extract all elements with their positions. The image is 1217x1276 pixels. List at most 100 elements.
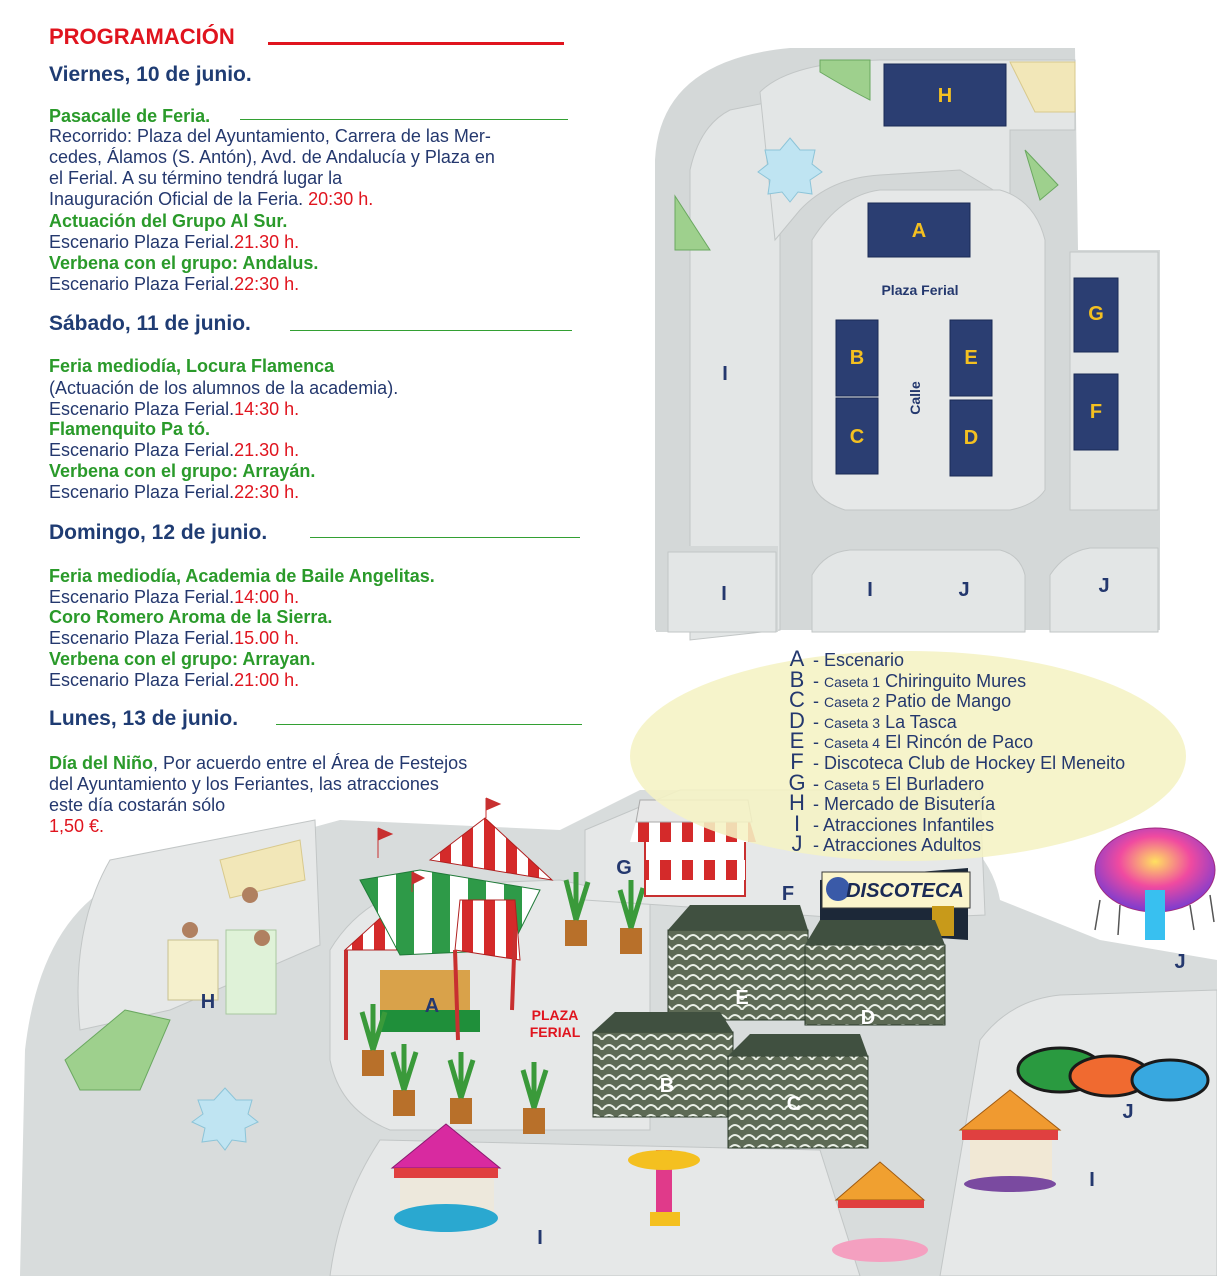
booth-e-label: E [964,347,977,369]
event-time: 1,50 €. [49,816,105,836]
event-place: Escenario Plaza Ferial.22:30 h. [49,274,299,295]
day-title: Lunes, 13 de junio. [49,707,239,730]
tower-ride [628,1150,700,1226]
event-place-text: Escenario Plaza Ferial. [49,399,235,419]
event-title: Feria mediodía, Locura Flamenca [49,356,335,376]
legend-text: Chiringuito Mures [885,670,1027,691]
legend-bubble [630,651,1186,861]
legend-text: Patio de Mango [885,691,1012,712]
event-place-text: Escenario Plaza Ferial. [49,587,235,607]
event-time: 22:30 h. [234,274,300,294]
site-plan: H A G F B C E D Plaza Ferial Calle I I I… [655,48,1160,641]
booth-c [835,397,879,475]
event-detail: del Ayuntamiento y los Feriantes, las at… [49,774,439,794]
plaza-ferial-label: Plaza Ferial [881,282,958,298]
event-place-text: Escenario Plaza Ferial. [49,440,235,460]
disco-sign-text: DISCOTECA [846,880,964,902]
legend-item: H - Mercado de Bisutería [786,790,995,815]
legend-letter: J [791,831,803,857]
block-j [1049,547,1159,633]
event-detail: (Actuación de los alumnos de la academia… [49,378,399,398]
legend-dash: - [808,835,824,856]
booth-g-label: G [1088,303,1104,325]
legend-text: La Tasca [885,711,957,732]
caseta-b: B [592,1012,734,1118]
booth-b [835,319,879,397]
program-heading: PROGRAMACIÓN [49,24,235,49]
stall-figure [242,887,258,903]
scene-label-g: G [616,857,632,879]
potted-plant [359,1004,388,1076]
legend-dash: - [808,794,824,815]
booth-h [883,63,1007,127]
event-place: Escenario Plaza Ferial.21.30 h. [49,232,299,253]
legend-item: G - Caseta 5 El Burladero [786,770,984,795]
booth-h-label: H [938,85,952,107]
day-title: Domingo, 12 de junio. [49,521,268,544]
scene-label-i2: I [537,1227,543,1249]
event-title: Día del Niño [49,753,154,773]
scene-label-a: A [425,995,439,1017]
scene-label-b: B [660,1075,674,1097]
stall-figure [182,922,198,938]
tent-pole [510,929,517,1011]
zone-j-2: J [1098,575,1109,597]
scene-label-j1: J [1174,951,1185,973]
event-title: Pasacalle de Feria. [49,106,211,126]
booth-c-label: C [850,426,864,448]
swing-ride [1094,827,1216,940]
legend-text: Discoteca Club de Hockey El Meneito [824,753,1126,773]
zone-i-2: I [721,583,727,605]
event-text: , Por acuerdo entre el Área de Festejos [153,753,468,773]
legend-prefix: Caseta 5 [824,776,881,793]
scene-label-j2: J [1122,1101,1133,1123]
carousel-large [390,1123,502,1232]
legend-letter: F [790,749,804,774]
event-place-text: Inauguración Oficial de la Feria. [49,189,304,209]
event-title: Feria mediodía, Academia de Baile Angeli… [49,566,435,586]
zone-i-3: I [867,579,873,601]
event-time: 21:00 h. [234,670,300,690]
event-place-text: Escenario Plaza Ferial. [49,670,235,690]
legend-dash: - [808,753,824,773]
legend-item: J - Atracciones Adultos [786,831,982,856]
lawn [1024,149,1059,201]
zone-j-1: J [958,579,969,601]
booth-d-label: D [964,427,978,449]
legend-prefix: Caseta 3 [824,714,881,731]
caseta-e: E [667,905,809,1021]
flag [485,797,502,818]
scene-block-right [939,989,1217,1276]
event-detail: este día costarán sólo [49,795,226,815]
event-rule [240,119,568,120]
sand-area [1009,61,1076,113]
legend-letter: D [789,707,805,733]
legend-text: El Burladero [885,773,985,794]
legend-letter: C [789,687,805,713]
potted-plant [520,1062,549,1134]
scene-label-h: H [201,991,215,1013]
scene-label-i1: I [1089,1169,1095,1191]
event-place: Escenario Plaza Ferial.21.30 h. [49,440,299,461]
event-title: Actuación del Grupo Al Sur. [49,211,288,231]
legend-text: Mercado de Bisutería [824,794,996,815]
event-place-text: Escenario Plaza Ferial. [49,274,235,294]
booth-f-label: F [1090,401,1102,423]
event-place-text: Escenario Plaza Ferial. [49,482,235,502]
event-title: Verbena con el grupo: Arrayan. [49,649,316,669]
flag [377,827,394,858]
event-place: Escenario Plaza Ferial.21:00 h. [49,670,299,691]
legend-letter: E [789,728,805,754]
legend-letter: A [789,646,805,671]
event-place-text: Escenario Plaza Ferial. [49,628,235,648]
legend-text: El Rincón de Paco [885,732,1034,753]
scene-label-c: C [787,1093,801,1115]
lawn [819,59,871,101]
stall-figure [254,930,270,946]
caseta-d: D [804,920,946,1029]
event-detail: Día del Niño, Por acuerdo entre el Área … [49,753,467,774]
legend-dash: - [808,691,824,712]
legend-dash: - [808,773,824,794]
booth-b-label: B [850,347,864,369]
